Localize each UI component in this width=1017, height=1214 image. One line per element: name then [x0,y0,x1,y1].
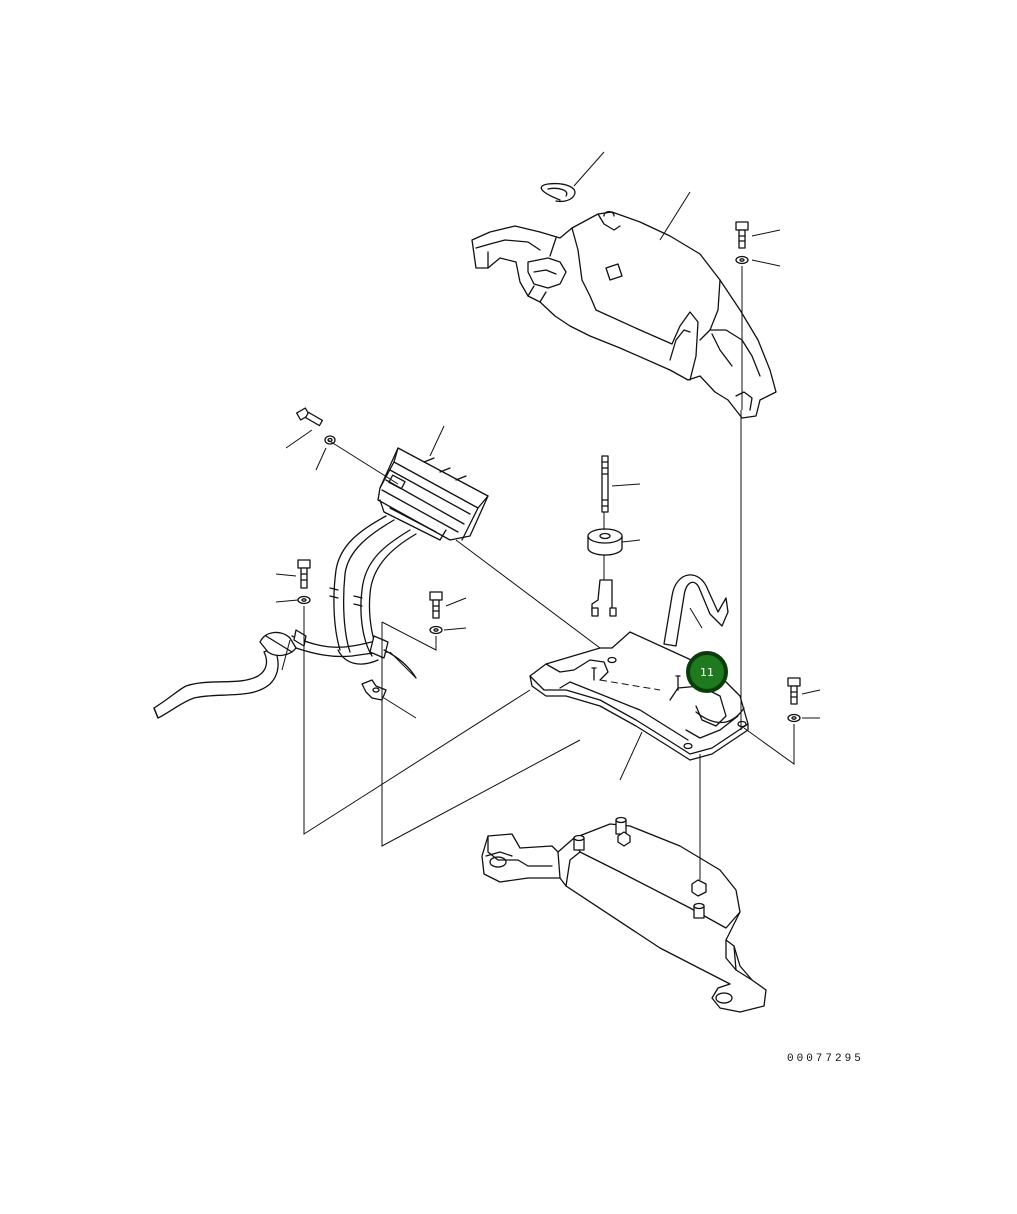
mounting-plate [529,631,749,761]
callout-11-circle[interactable] [686,651,728,693]
controller-box [377,447,489,541]
damper [587,528,623,556]
bolt-mid-left [297,559,311,589]
main-harness [153,629,417,719]
drawing-number: 00077295 [787,1053,864,1065]
callout-11[interactable]: 11 [686,651,728,693]
callout-11-label: 11 [700,666,714,679]
bolt-top-right [735,221,749,249]
small-bracket [591,579,617,617]
bolt-mid-center [429,591,443,619]
washer-mid-left [297,595,311,605]
top-cover [471,182,777,419]
plate-wire [695,707,745,724]
washer-top-right [735,255,749,265]
bottom-frame [481,823,767,1013]
washer-mid-center [429,625,443,635]
bolt-right [787,677,801,705]
clamp-left [361,679,387,701]
stud [601,455,609,513]
u-clamp [663,574,729,647]
frame-bosses [573,816,707,919]
washer-right [787,713,801,723]
washer-left [324,435,336,445]
bolt-left [296,407,324,427]
reference-lines [275,151,821,880]
